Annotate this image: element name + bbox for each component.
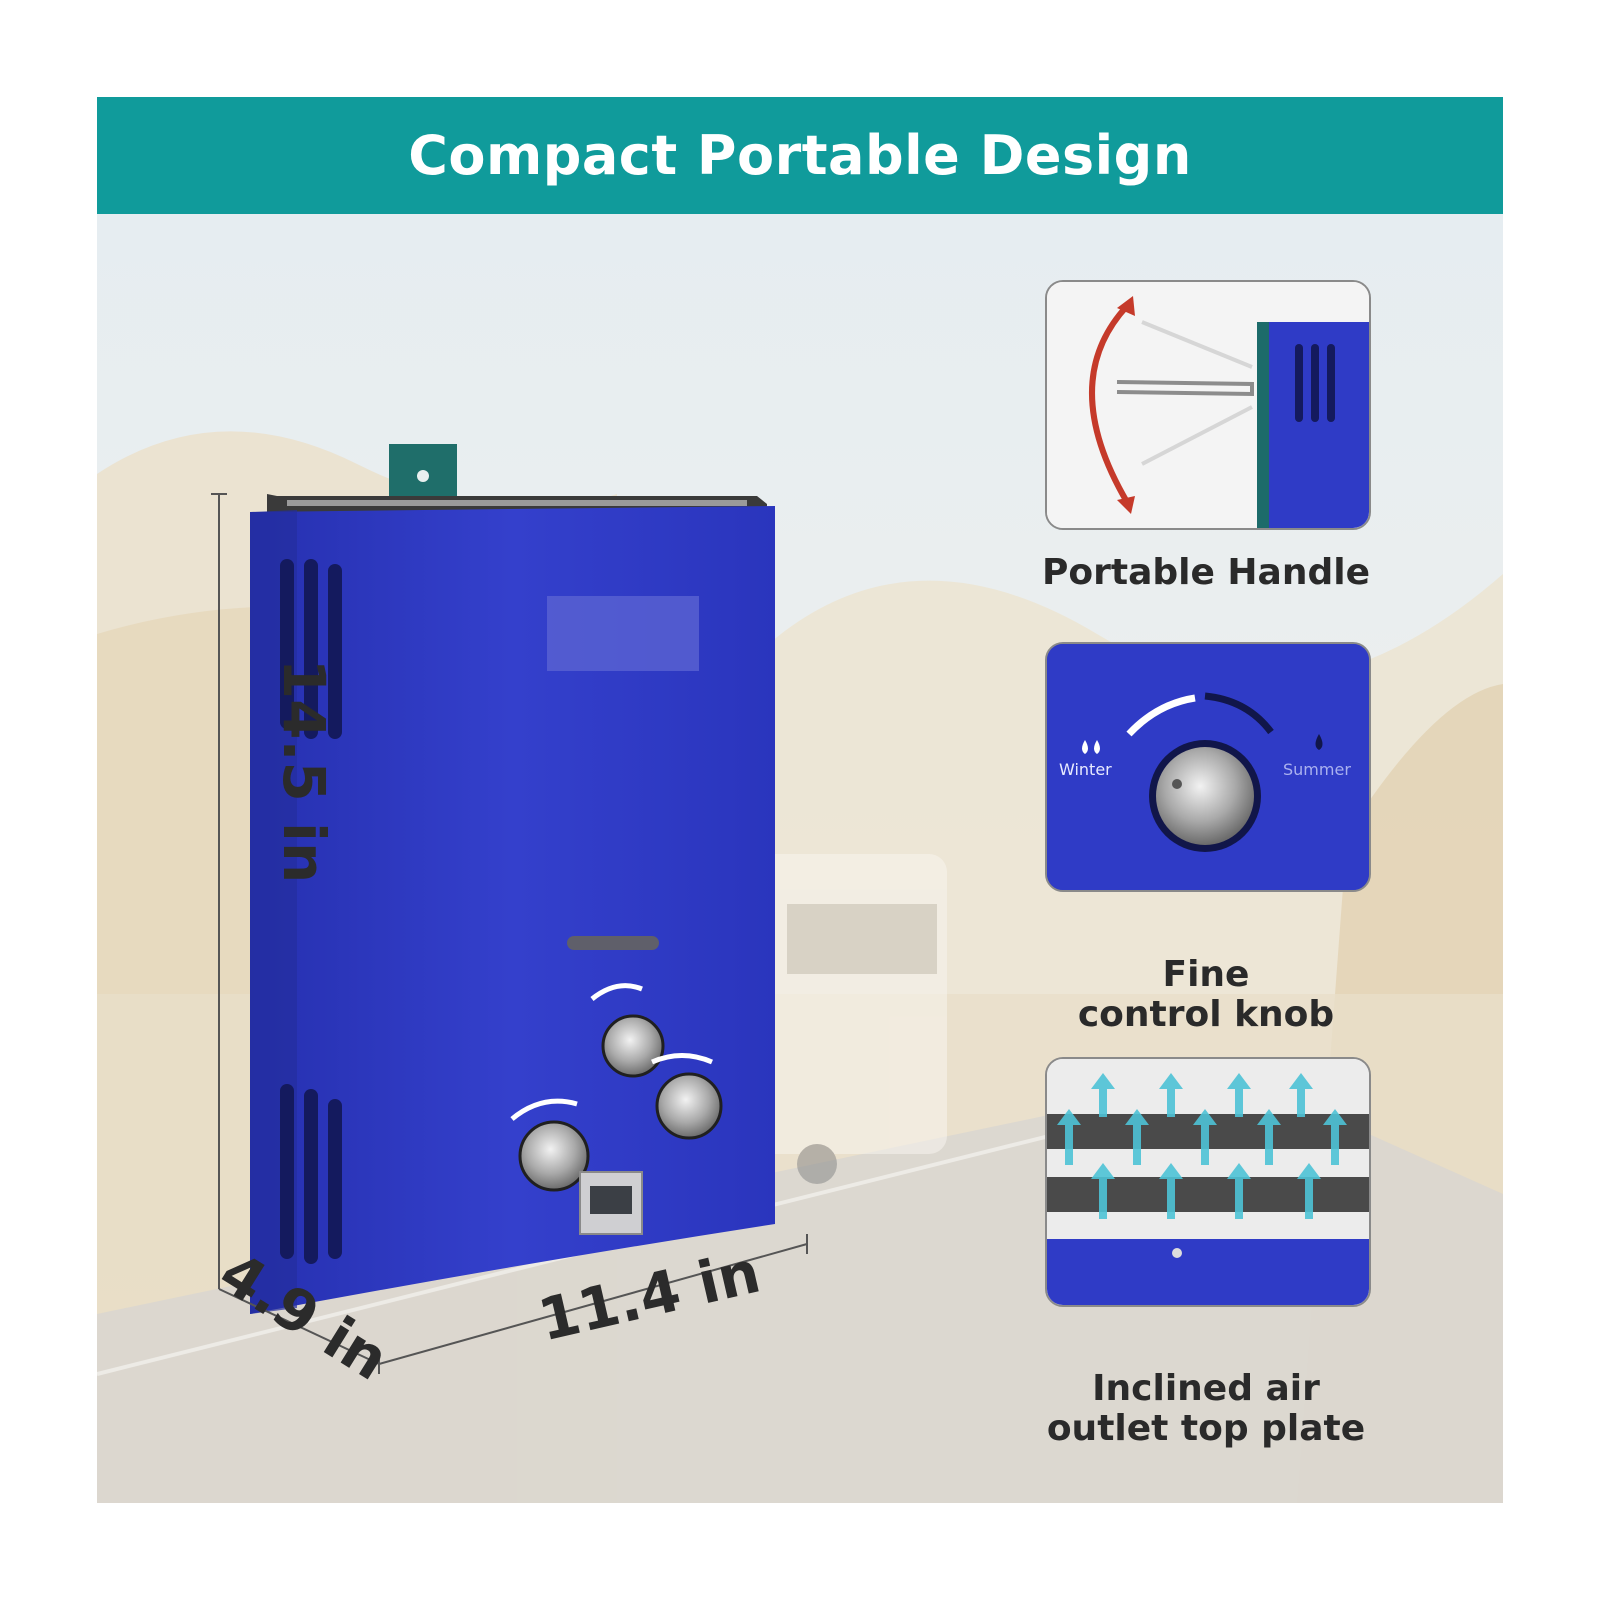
caption-text: Inclined air outlet top plate bbox=[1046, 1368, 1366, 1449]
feature-card-portable-handle bbox=[1045, 280, 1371, 530]
feature-caption-air-outlet: Inclined air outlet top plate bbox=[1017, 1329, 1395, 1449]
caption-text: Fine control knob bbox=[1077, 954, 1335, 1035]
feature-card-air-outlet bbox=[1045, 1057, 1371, 1307]
scene-illustration bbox=[97, 214, 1503, 1503]
winter-label: Winter bbox=[1059, 760, 1112, 779]
feature-caption-control-knob: Fine control knob bbox=[1017, 915, 1395, 1035]
feature-card-control-knob: Winter Summer bbox=[1045, 642, 1371, 892]
height-dimension-label: 14.5 in bbox=[270, 658, 339, 884]
caption-text: Portable Handle bbox=[1041, 552, 1370, 593]
dimension-lines bbox=[211, 493, 808, 1374]
product-image-frame: Compact Portable Design bbox=[97, 97, 1503, 1503]
airflow-arrows bbox=[1057, 1073, 1347, 1219]
feature-caption-portable-handle: Portable Handle bbox=[1017, 553, 1395, 593]
camper-van bbox=[757, 854, 947, 1184]
control-knob-illustration bbox=[1047, 644, 1369, 890]
background-scene bbox=[97, 214, 1503, 1503]
water-heater bbox=[250, 444, 775, 1314]
title-banner: Compact Portable Design bbox=[97, 97, 1503, 214]
air-outlet-illustration bbox=[1047, 1059, 1369, 1305]
banner-title: Compact Portable Design bbox=[408, 124, 1192, 187]
portable-handle-illustration bbox=[1047, 282, 1369, 528]
summer-label: Summer bbox=[1283, 760, 1351, 779]
